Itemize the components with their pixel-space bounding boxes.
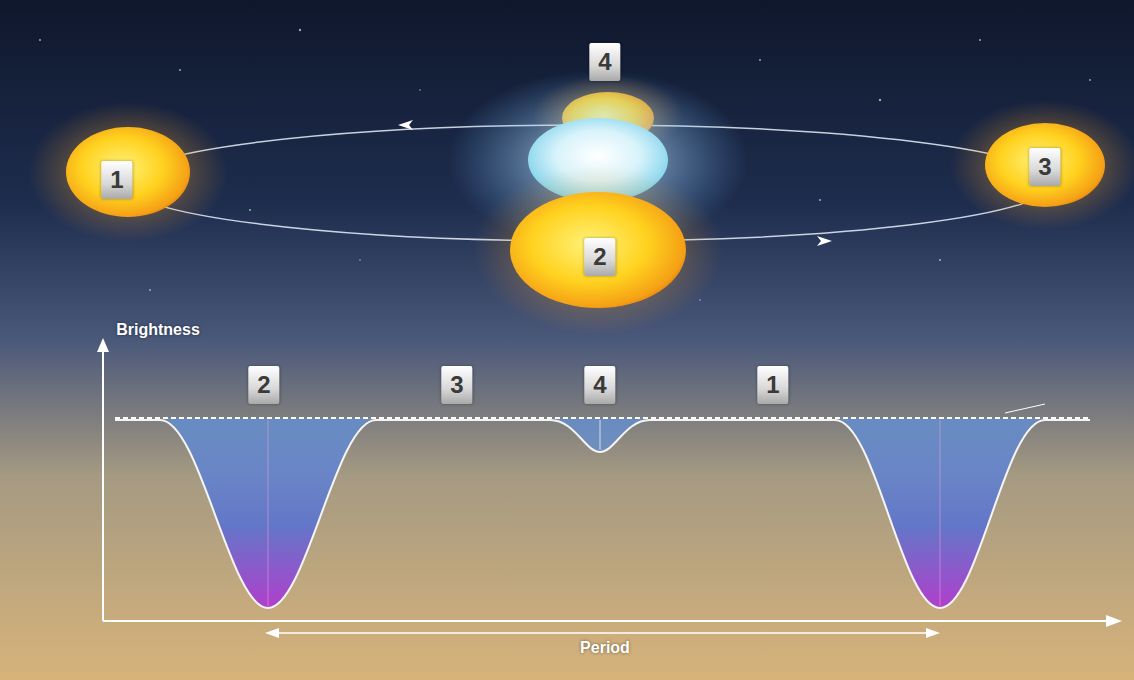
axis-label: Period [577, 638, 633, 658]
axis-arrow [97, 338, 109, 352]
orbit-arrow [817, 236, 832, 246]
dip-marker [268, 420, 269, 606]
pointer-line [1005, 404, 1045, 413]
axis-arrow [1106, 615, 1122, 627]
eclipse-dip-fill [835, 418, 1045, 608]
x-axis [103, 620, 1108, 622]
callout-number: 3 [1029, 148, 1060, 186]
companion-star [510, 192, 686, 308]
axis-label: Brightness [113, 320, 203, 340]
star-glow [950, 100, 1134, 230]
dip-marker [940, 420, 941, 606]
period-arrowhead [265, 628, 279, 638]
callout-number: 3 [441, 366, 472, 404]
callout-number: 2 [584, 238, 615, 276]
period-arrow [275, 632, 930, 634]
y-axis [102, 348, 104, 621]
callout-number: 1 [101, 161, 132, 199]
star-glow [28, 102, 228, 242]
dip-marker [600, 420, 601, 450]
companion-star [985, 123, 1105, 207]
callout-number: 1 [757, 366, 788, 404]
eclipse-dip-fill [160, 418, 376, 608]
star-glow [473, 165, 723, 335]
callout-number: 4 [589, 43, 620, 81]
callout-number: 2 [248, 366, 279, 404]
light-curve [115, 420, 1090, 608]
orbit-arrow [398, 120, 413, 130]
callout-number: 4 [584, 366, 615, 404]
baseline [115, 417, 1090, 419]
companion-star [66, 127, 190, 217]
period-arrowhead [926, 628, 940, 638]
